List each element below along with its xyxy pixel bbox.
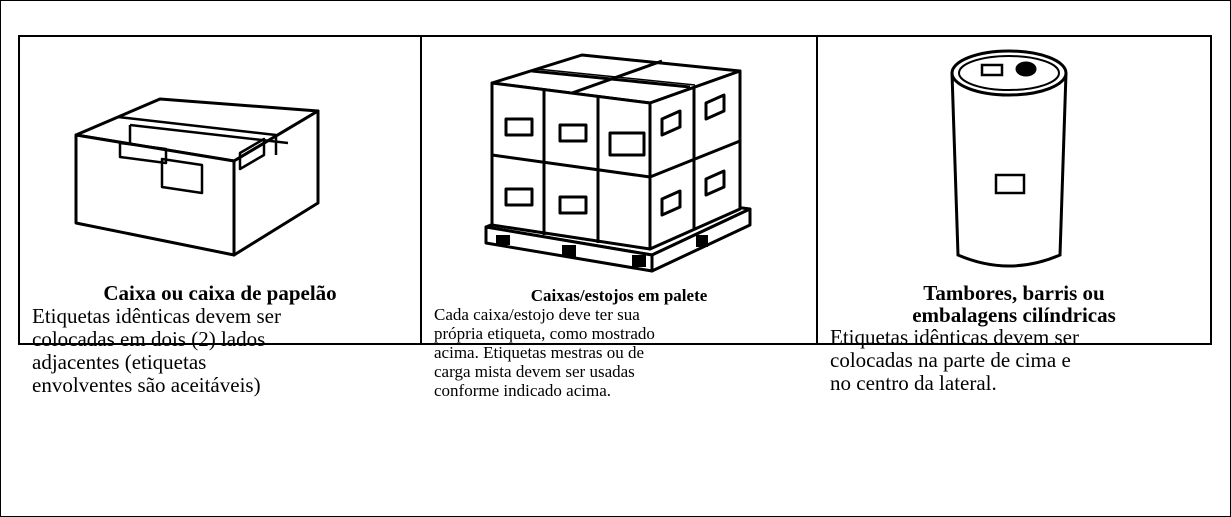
cell-box: Caixa ou caixa de papelão Etiquetas idên… [18, 35, 422, 397]
cell-box-title: Caixa ou caixa de papelão [103, 281, 337, 305]
cell-pallet-text: Cada caixa/estojo deve ter sua própria e… [422, 305, 816, 400]
cell-pallet-line: carga mista devem ser usadas [434, 362, 635, 381]
cell-drum: Tambores, barris ou embalagens cilíndric… [816, 35, 1212, 395]
cell-drum-title-line: embalagens cilíndricas [912, 303, 1116, 327]
cell-drum-line: no centro da lateral. [830, 371, 997, 395]
cell-pallet-title: Caixas/estojos em palete [530, 286, 708, 305]
cell-drum-text: Etiquetas idênticas devem ser colocadas … [818, 326, 1210, 395]
cell-pallet-line: acima. Etiquetas mestras ou de [434, 343, 645, 362]
cell-drum-line: Etiquetas idênticas devem ser [830, 325, 1079, 349]
drum-barrel-icon [818, 37, 1210, 279]
cell-pallet-line: Cada caixa/estojo deve ter sua [434, 305, 640, 324]
cell-drum-title-line: Tambores, barris ou [923, 281, 1105, 305]
cell-box-line: Etiquetas idênticas devem ser [32, 304, 281, 328]
cell-pallet: Caixas/estojos em palete Cada caixa/esto… [420, 35, 818, 400]
packaging-label-table: Caixa ou caixa de papelão Etiquetas idên… [18, 35, 1212, 400]
cell-box-line: adjacentes (etiquetas [32, 350, 207, 374]
cardboard-box-icon [20, 37, 420, 279]
cell-pallet-line: própria etiqueta, como mostrado [434, 324, 655, 343]
cell-drum-title: Tambores, barris ou embalagens cilíndric… [818, 282, 1210, 326]
cell-box-line: colocadas em dois (2) lados [32, 327, 266, 351]
cell-box-text: Etiquetas idênticas devem ser colocadas … [20, 305, 420, 397]
cell-box-line: envolventes são aceitáveis) [32, 373, 261, 397]
cell-pallet-line: conforme indicado acima. [434, 381, 612, 400]
pallet-boxes-icon [422, 37, 816, 279]
cell-drum-line: colocadas na parte de cima e [830, 348, 1071, 372]
